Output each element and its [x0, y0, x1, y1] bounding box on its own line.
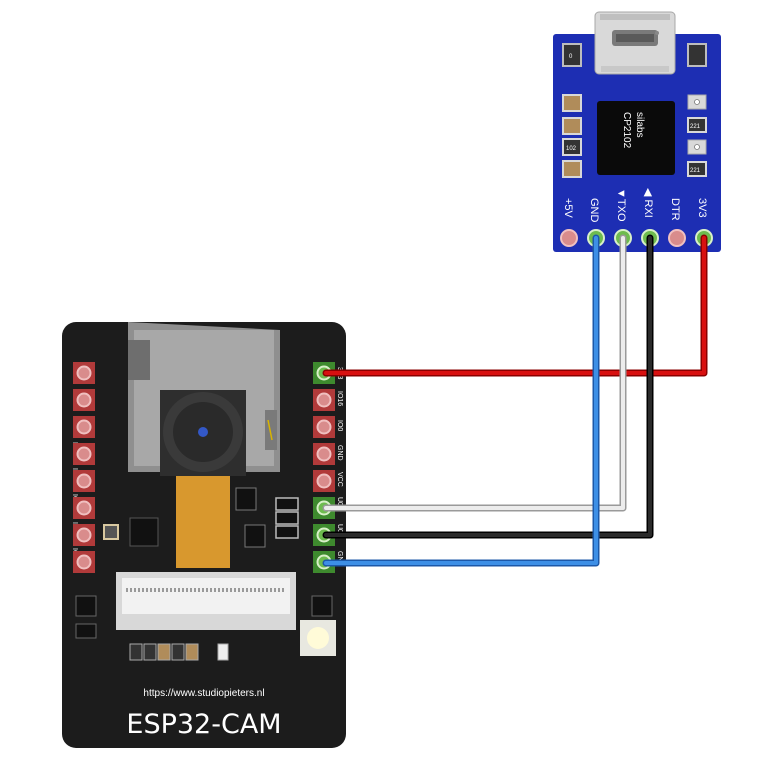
- pin-label-5v: +5V: [562, 198, 574, 219]
- smd-capacitor-102: 102: [562, 138, 582, 156]
- smd-row: [129, 643, 229, 661]
- pin-5v: [560, 229, 578, 247]
- smd-resistor-221: 221: [687, 117, 707, 133]
- left-header-pins: [73, 362, 95, 573]
- wire-gnd: [322, 234, 600, 567]
- camera-module-icon: [160, 390, 246, 476]
- smd-capacitor: [562, 160, 582, 178]
- pin-label-vcc: VCC: [336, 472, 343, 487]
- camera-ribbon: [176, 476, 230, 568]
- smd-resistor-221-2: 221: [687, 161, 707, 177]
- board-title: ESP32-CAM: [126, 709, 281, 740]
- pin-label-gnd-esp-r2: GND: [336, 551, 343, 567]
- pin-label-rxi: ◀ RXI: [642, 188, 654, 218]
- cp2102-chip: silabs CP2102: [597, 101, 675, 175]
- svg-text:CP2102: CP2102: [621, 112, 632, 149]
- pin-label-gnd-esp-r: GND: [336, 445, 343, 461]
- cp2102-board: 0 102 silabs CP2102 221 221: [553, 11, 721, 252]
- svg-text:102: 102: [566, 146, 577, 152]
- pin-label-io0: IO0: [336, 420, 343, 431]
- pin-label-u0t: U0T: [336, 524, 343, 538]
- pin-label-txo: ▼TXO: [615, 188, 627, 222]
- smd-resistor-0: 0: [562, 43, 582, 67]
- pin-label-gnd: GND: [588, 198, 600, 223]
- svg-text:221: 221: [690, 124, 701, 130]
- smd-capacitor: [562, 117, 582, 135]
- pin-label-3v3: 3V3: [696, 198, 708, 218]
- pin-label-io16: IO16: [336, 391, 343, 406]
- svg-text:0: 0: [569, 54, 573, 60]
- pin-label-dtr: DTR: [669, 198, 681, 221]
- svg-text:silabs: silabs: [634, 112, 645, 138]
- fpc-connector: [116, 572, 296, 630]
- smd-capacitor: [562, 94, 582, 112]
- board-url: https://www.studiopieters.nl: [143, 688, 264, 699]
- pin-dtr: [668, 229, 686, 247]
- wires: [322, 234, 708, 567]
- esp32-cam-board: 5V GND IO12 IO13 IO15 IO14 IO2 IO4 3V3 I…: [62, 322, 346, 748]
- wire-rxi: [322, 234, 654, 539]
- pin-label-u0r: U0R: [336, 497, 343, 511]
- smd-component: [687, 43, 707, 67]
- svg-text:221: 221: [690, 168, 701, 174]
- smd-components: [75, 487, 333, 639]
- usb-connector-icon: [594, 11, 676, 75]
